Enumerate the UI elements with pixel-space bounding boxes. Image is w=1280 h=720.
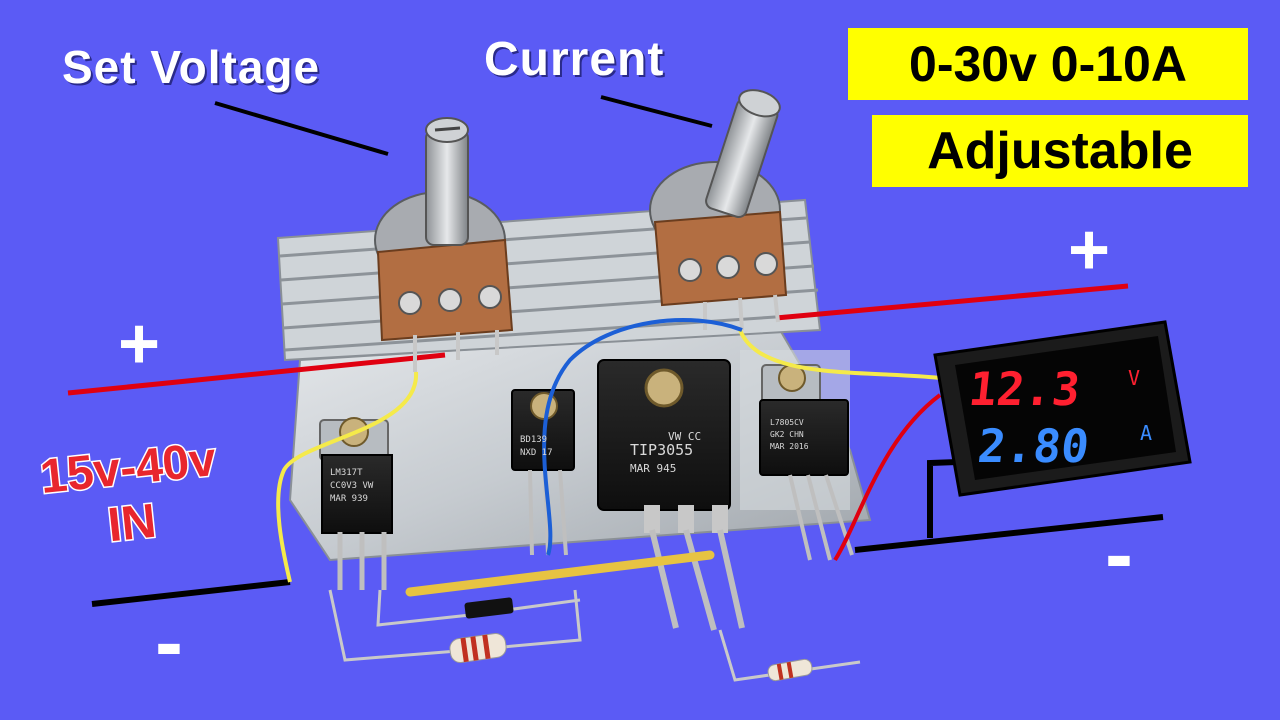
tip3055-transistor xyxy=(597,359,745,631)
positive-line-right xyxy=(775,283,1129,321)
ground-line-right xyxy=(854,514,1164,553)
resistor-right xyxy=(767,658,813,682)
adjustable-badge: Adjustable xyxy=(872,115,1248,187)
lm317-regulator xyxy=(319,417,393,590)
minus-sign-left: - xyxy=(155,595,183,689)
blue-wire xyxy=(542,318,743,556)
input-in-label: IN xyxy=(104,493,160,554)
pointer-line-current xyxy=(600,95,713,128)
adjustable-text: Adjustable xyxy=(927,122,1193,180)
l7805-mark-1: L7805CV xyxy=(770,418,804,427)
l7805-mark-2: GK2 CHN xyxy=(770,430,804,439)
resistor-left xyxy=(449,633,507,663)
tip3055-mark-1: VW CC xyxy=(668,430,701,443)
tip3055-mark-3: MAR 945 xyxy=(630,462,676,475)
current-potentiometer xyxy=(649,89,788,331)
set-voltage-label: Set Voltage xyxy=(62,41,321,93)
lm317-mark-2: CC0V3 VW xyxy=(330,481,374,491)
diode-leads xyxy=(376,589,581,627)
volt-amp-meter: 12.3 V 2.80 A xyxy=(933,320,1192,497)
meter-current-readout: 2.80 xyxy=(975,419,1091,473)
meter-voltage-unit: V xyxy=(1128,366,1140,390)
tip3055-mark-2: TIP3055 xyxy=(630,441,693,459)
range-badge: 0-30v 0-10A xyxy=(848,28,1248,100)
yellow-wire-right xyxy=(738,329,941,380)
l7805-regulator xyxy=(759,364,854,561)
lm317-mark-1: LM317T xyxy=(330,468,363,478)
meter-voltage-readout: 12.3 xyxy=(966,362,1082,416)
bd139-mark-1: BD139 xyxy=(520,435,547,445)
pointer-line-voltage xyxy=(214,101,389,156)
range-text: 0-30v 0-10A xyxy=(909,36,1187,92)
ground-line-left xyxy=(91,579,291,607)
plus-sign-right: + xyxy=(1068,210,1111,290)
minus-sign-right: - xyxy=(1105,507,1133,601)
plus-sign-left: + xyxy=(118,304,161,384)
voltage-potentiometer xyxy=(374,117,514,372)
current-label: Current xyxy=(484,33,665,86)
bd139-mark-2: NXD 17 xyxy=(520,448,553,458)
meter-current-unit: A xyxy=(1140,421,1152,445)
resistor-leads-right xyxy=(718,629,861,682)
lm317-mark-3: MAR 939 xyxy=(330,494,368,504)
l7805-mark-3: MAR 2016 xyxy=(770,442,809,451)
component-markings: LM317T CC0V3 VW MAR 939 BD139 NXD 17 VW … xyxy=(330,418,809,504)
diode xyxy=(464,597,514,619)
red-wire-meter xyxy=(833,393,942,562)
shunt-wire xyxy=(405,550,715,597)
yellow-wire-left xyxy=(276,371,419,583)
positive-line-left xyxy=(67,352,446,396)
